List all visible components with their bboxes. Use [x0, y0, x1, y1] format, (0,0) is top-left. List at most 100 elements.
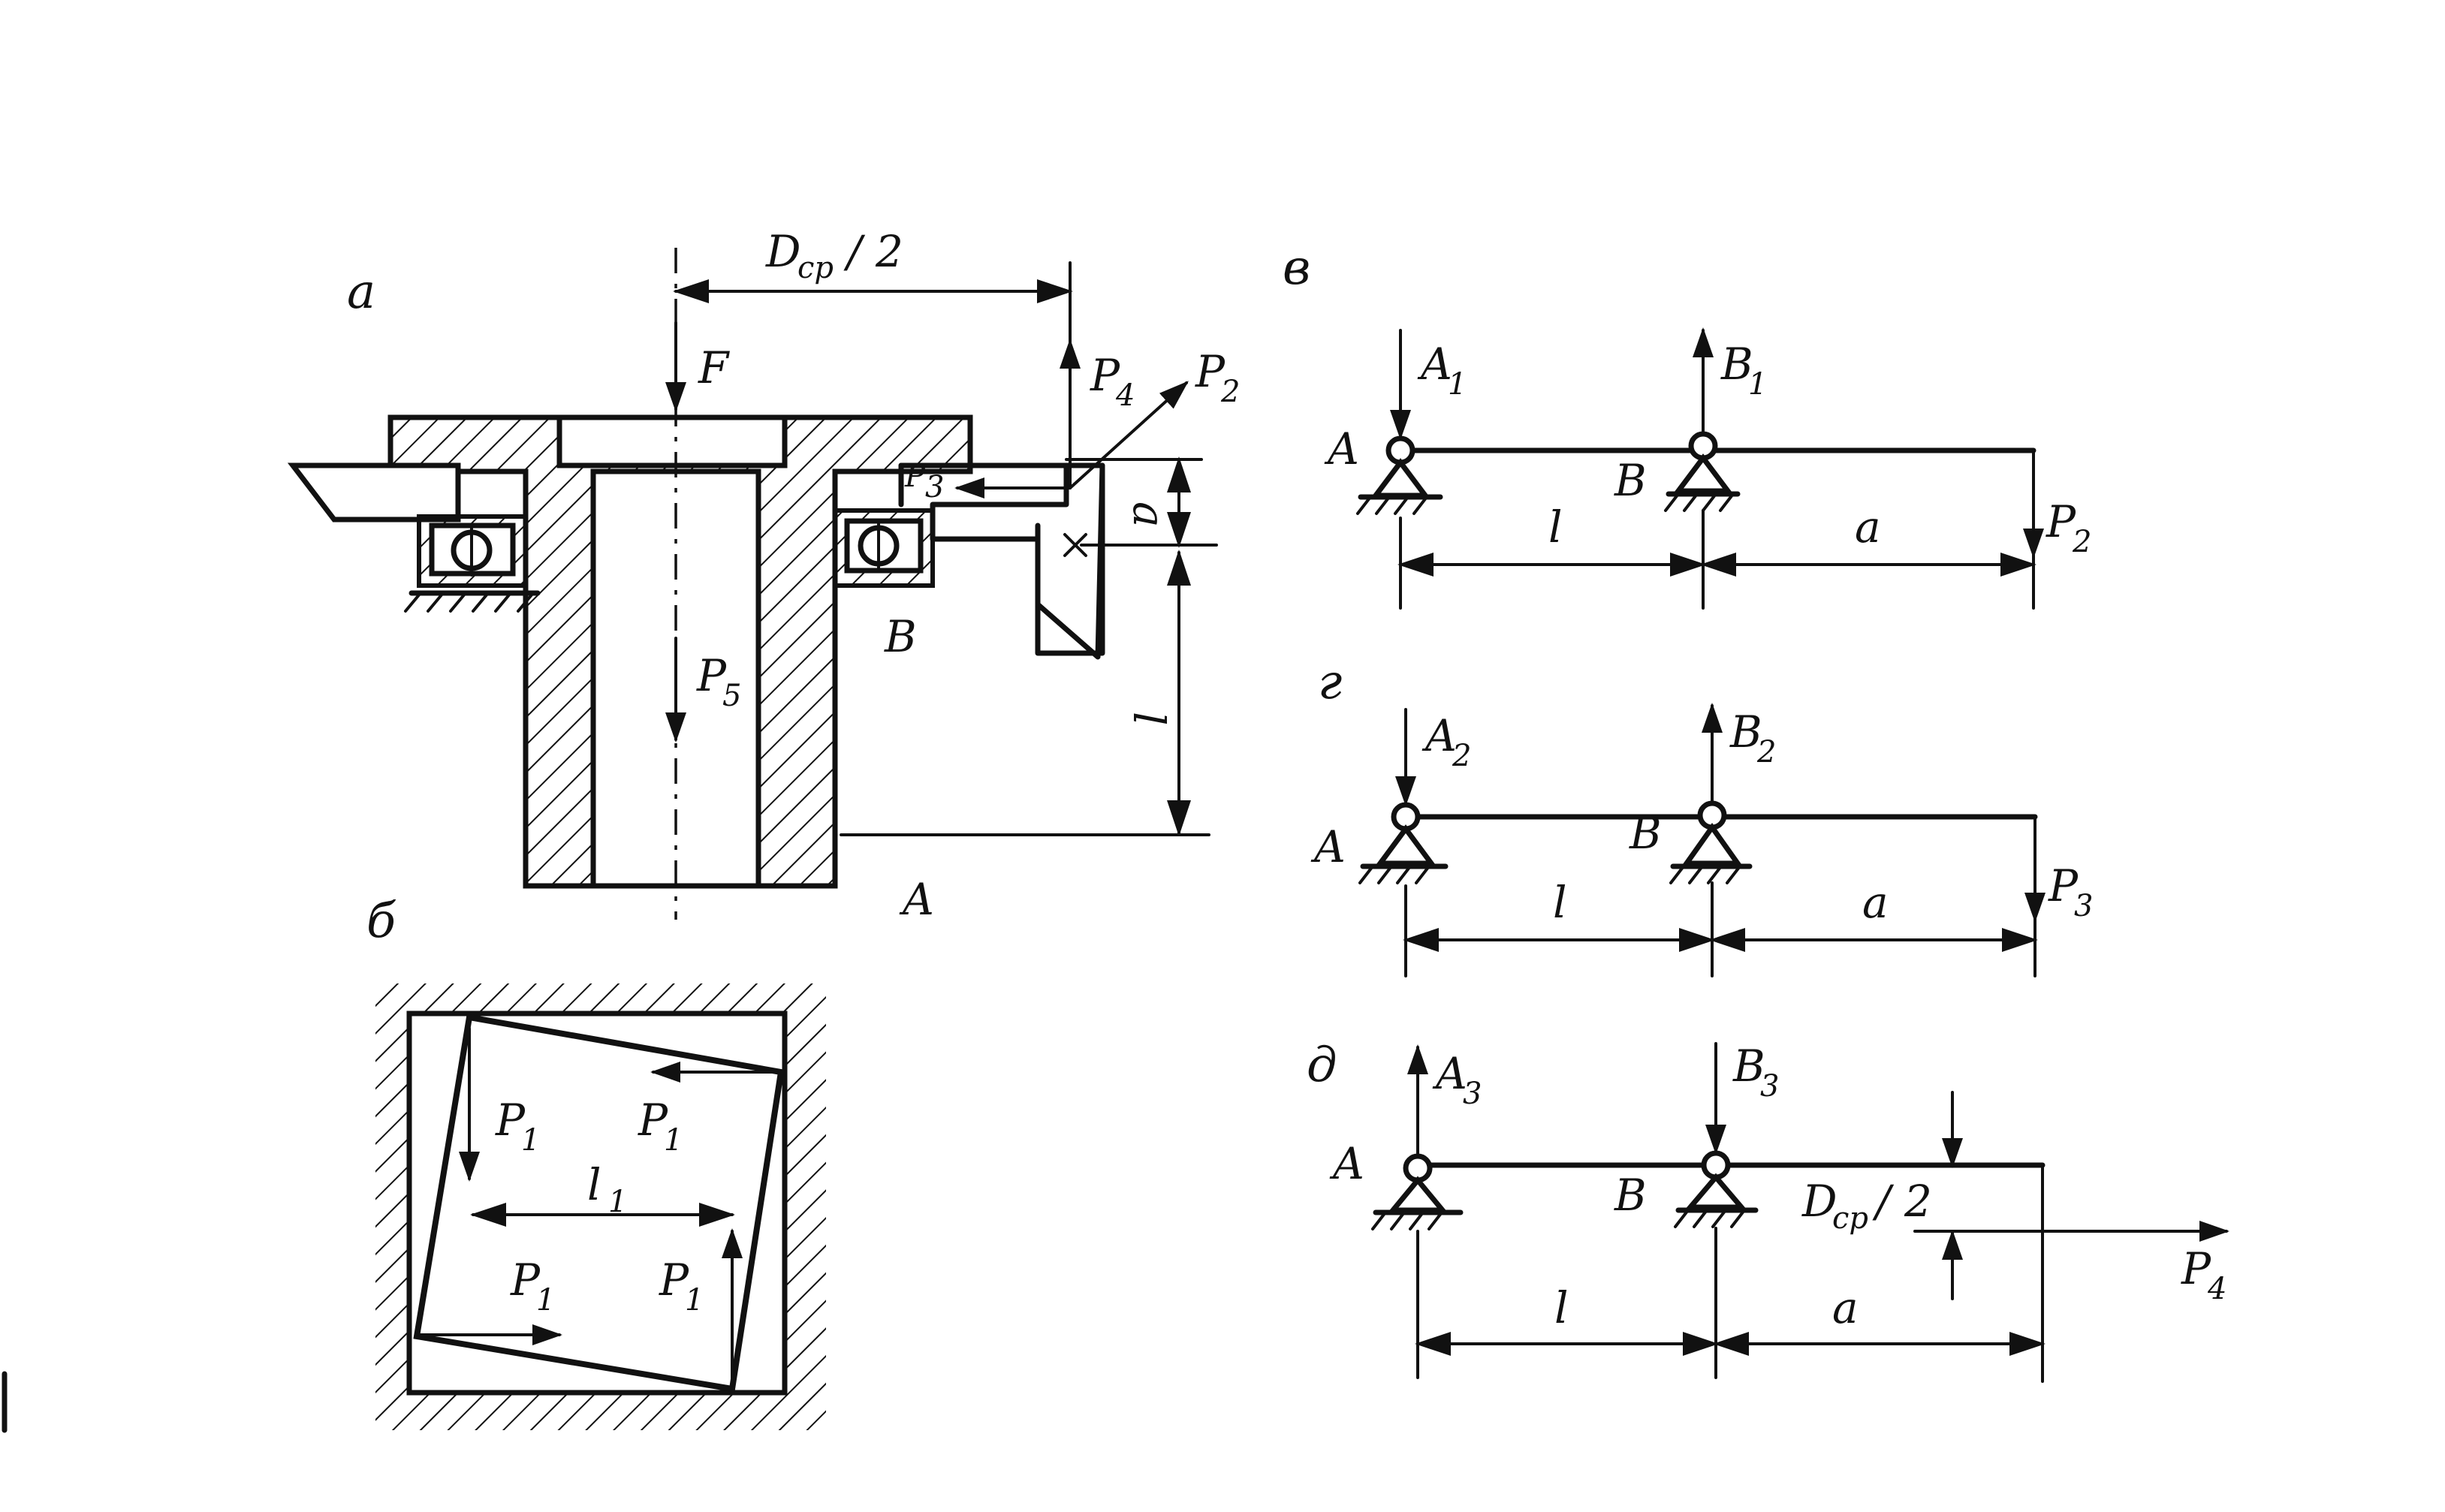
force-A3-label: A 3	[1432, 1048, 1482, 1111]
panel-label-a: a	[347, 264, 375, 320]
panel-a: a D cp	[287, 226, 1240, 925]
panel-v: в A 1 B 1 P 2 A	[1283, 240, 2091, 610]
svg-text:P: P	[2181, 1243, 2211, 1294]
cut-mark	[1063, 533, 1087, 557]
svg-text:P: P	[495, 1095, 526, 1146]
svg-text:1: 1	[1748, 367, 1767, 402]
svg-text:2: 2	[1756, 735, 1776, 770]
left-lever	[287, 462, 461, 523]
dim-a-d-label: a	[1832, 1282, 1859, 1333]
svg-text:B: B	[1729, 706, 1762, 758]
svg-text:5: 5	[722, 679, 741, 713]
svg-text:1: 1	[536, 1283, 555, 1318]
svg-text:1: 1	[664, 1123, 683, 1158]
svg-text:A: A	[1417, 339, 1452, 390]
svg-text:2: 2	[2072, 525, 2091, 559]
svg-text:/ 2: / 2	[843, 226, 903, 277]
force-A1-label: A 1	[1417, 339, 1467, 402]
svg-text:3: 3	[925, 470, 944, 505]
dim-a-v-label: a	[1855, 501, 1881, 553]
svg-text:P: P	[659, 1254, 689, 1306]
P1-label-3: P 1	[510, 1254, 555, 1318]
svg-text:1: 1	[521, 1123, 540, 1158]
point-B-label: B	[884, 611, 917, 662]
svg-text:4: 4	[1115, 378, 1135, 413]
svg-text:P: P	[638, 1095, 668, 1146]
svg-text:B: B	[1732, 1041, 1765, 1092]
force-P4-label: P 4	[1090, 350, 1135, 413]
svg-text:P: P	[696, 650, 727, 701]
panel-label-v: в	[1283, 240, 1310, 296]
force-B1-label: B 1	[1720, 339, 1767, 402]
panel-label-b: б	[366, 893, 396, 949]
svg-text:P: P	[510, 1254, 541, 1306]
dim-l-g-label: l	[1553, 877, 1567, 928]
force-P5-label: P 5	[696, 650, 741, 713]
force-F-label: F	[698, 342, 730, 393]
svg-text:1: 1	[608, 1185, 627, 1219]
support-A-d	[1371, 1153, 1464, 1230]
P1-label-1: P 1	[495, 1095, 540, 1158]
svg-text:1: 1	[685, 1283, 704, 1318]
svg-text:A: A	[1421, 710, 1457, 761]
point-B-g: B	[1629, 808, 1662, 859]
panel-d: д A 3 B 3 P 4	[1307, 1038, 2229, 1383]
left-ground-ticks	[404, 592, 535, 613]
top-recess	[556, 414, 788, 468]
right-tool-tip	[1035, 462, 1105, 660]
force-A2-label: A 2	[1421, 710, 1471, 773]
P1-label-4: P 1	[659, 1254, 704, 1318]
force-P3-label-g: P 3	[2048, 860, 2093, 923]
force-P3-label: P 3	[904, 459, 944, 505]
force-B3-label: B 3	[1732, 1041, 1779, 1104]
svg-text:3: 3	[1463, 1077, 1482, 1111]
point-A-v: A	[1324, 423, 1359, 474]
dim-a-label: a	[1123, 501, 1174, 528]
panel-b: б P 1 P 1 P 1 P 1 l 1	[366, 893, 826, 1430]
svg-text:4: 4	[2207, 1272, 2226, 1306]
support-A-g	[1358, 802, 1449, 884]
point-A-d: A	[1329, 1138, 1364, 1189]
force-B2-label: B 2	[1729, 706, 1776, 770]
frame-inner	[406, 1011, 788, 1396]
support-B-d	[1674, 1150, 1759, 1228]
right-tool-arm	[898, 462, 1105, 656]
svg-text:P: P	[2048, 860, 2079, 911]
svg-text:2: 2	[1452, 739, 1471, 773]
force-P4-label-d: P 4	[2181, 1243, 2226, 1306]
svg-text:B: B	[1720, 339, 1753, 390]
skewed-rect	[413, 1014, 785, 1393]
panel-g: г A 2 B 2 P 3 A B	[1310, 655, 2093, 977]
panel-label-d: д	[1307, 1038, 1337, 1093]
svg-text:2: 2	[1220, 375, 1240, 409]
dim-l-v-label: l	[1548, 501, 1563, 553]
svg-text:P: P	[904, 459, 926, 494]
svg-text:3: 3	[1760, 1069, 1779, 1104]
point-B-d: B	[1614, 1170, 1647, 1221]
dim-dcp-d-label: D cp / 2	[1801, 1176, 1932, 1236]
point-A-g: A	[1310, 821, 1346, 872]
svg-text:/ 2: / 2	[1872, 1176, 1932, 1227]
support-A-v	[1356, 435, 1443, 515]
svg-text:3: 3	[2074, 889, 2093, 923]
svg-text:D: D	[765, 226, 801, 277]
force-P2-label-v: P 2	[2046, 496, 2091, 559]
support-B-v	[1664, 431, 1741, 512]
svg-text:l: l	[587, 1159, 601, 1210]
dim-l1-label: l 1	[587, 1159, 627, 1219]
support-B-g	[1669, 800, 1753, 884]
svg-text:A: A	[1432, 1048, 1467, 1099]
svg-text:D: D	[1801, 1176, 1838, 1227]
force-P2-arrow	[1069, 381, 1189, 489]
svg-text:cp: cp	[1832, 1201, 1868, 1236]
dim-a-g-label: a	[1862, 877, 1889, 928]
point-B-v: B	[1614, 455, 1647, 506]
dim-dcp-label: D cp / 2	[765, 226, 903, 285]
panel-label-g: г	[1318, 655, 1342, 710]
dim-l-d-label: l	[1554, 1282, 1569, 1333]
dim-l-label: l	[1123, 712, 1174, 726]
svg-text:P: P	[1195, 346, 1226, 397]
svg-text:cp: cp	[797, 251, 834, 285]
force-P2-label: P 2	[1195, 346, 1240, 409]
